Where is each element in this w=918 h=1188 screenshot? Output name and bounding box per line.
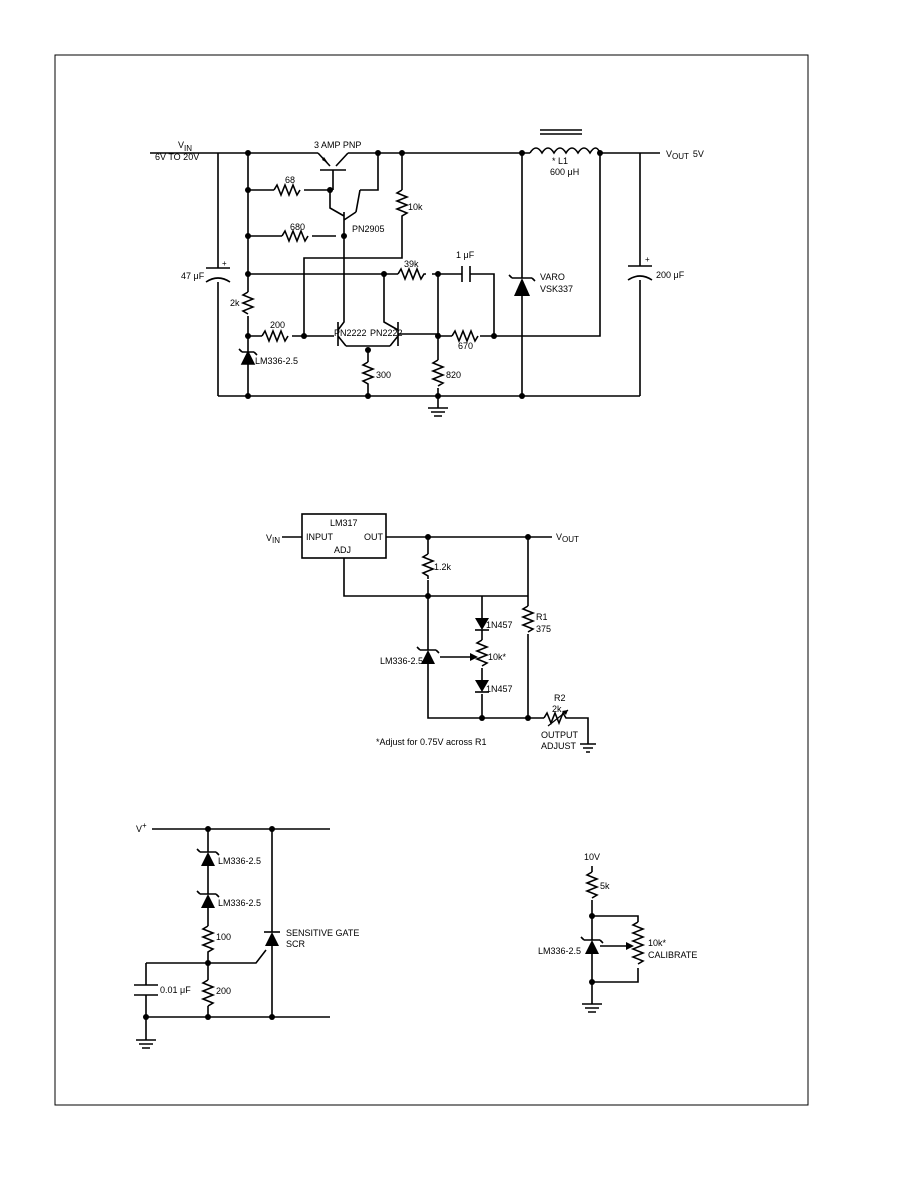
r10k-label: 10k — [408, 202, 423, 212]
r68-label: 68 — [285, 175, 295, 185]
r1-label: R1 — [536, 612, 548, 622]
r300-label: 300 — [376, 370, 391, 380]
pnp-label: 3 AMP PNP — [314, 140, 361, 150]
lm317-pin-adj: ADJ — [334, 545, 351, 555]
pot10k-label: 10k* — [488, 652, 507, 662]
r2-label: R2 — [554, 693, 566, 703]
lm317-ic-name: LM317 — [330, 518, 358, 528]
calib-10v-label: 10V — [584, 852, 600, 862]
pn2222-left-label: PN2222 — [334, 328, 367, 338]
d2-label: 1N457 — [486, 684, 513, 694]
scr-zener2-label: LM336-2.5 — [218, 898, 261, 908]
lm317-pin-input: INPUT — [306, 532, 334, 542]
lm317-circuit: LM317 INPUT OUT ADJ VIN VOUT 1.2k 1N457 … — [266, 513, 596, 753]
scr-circuit: V+ LM336-2.5 LM336-2.5 100 SENSITIVE GAT… — [134, 821, 359, 1049]
zener-label: LM336-2.5 — [255, 356, 298, 366]
r2k-label: 2k — [230, 298, 240, 308]
lm317-vout-label: VOUT — [556, 532, 579, 544]
pn2222-right-label: PN2222 — [370, 328, 403, 338]
scr-r200-label: 200 — [216, 986, 231, 996]
adjust-note: *Adjust for 0.75V across R1 — [376, 737, 487, 747]
l1-value-label: 600 μH — [550, 167, 579, 177]
pn2905-label: PN2905 — [352, 224, 385, 234]
r670-label: 670 — [458, 341, 473, 351]
svg-text:+: + — [645, 255, 650, 264]
d1-label: 1N457 — [486, 620, 513, 630]
scr-label-1: SENSITIVE GATE — [286, 928, 359, 938]
r200-label: 200 — [270, 320, 285, 330]
svg-text:+: + — [222, 259, 227, 268]
c1uf-label: 1 μF — [456, 250, 475, 260]
vin-label: VIN — [178, 140, 192, 153]
lm317-pin-out: OUT — [364, 532, 384, 542]
lm317-zener-label: LM336-2.5 — [380, 656, 423, 666]
lm317-vin-label: VIN — [266, 533, 280, 545]
r12k-label: 1.2k — [434, 562, 452, 572]
output-adjust-label-2: ADJUST — [541, 741, 577, 751]
calib-pot-label: 10k* — [648, 938, 667, 948]
r39k-label: 39k — [404, 259, 419, 269]
calib-calibrate-label: CALIBRATE — [648, 950, 697, 960]
r2-value-label: 2k — [552, 704, 562, 714]
c47-label: 47 μF — [181, 271, 205, 281]
calib-r5k-label: 5k — [600, 881, 610, 891]
vin-range-label: 6V TO 20V — [155, 152, 199, 162]
diode-part-label: VSK337 — [540, 284, 573, 294]
diode-label: VARO — [540, 272, 565, 282]
scr-label-2: SCR — [286, 939, 306, 949]
calibrate-circuit: 10V 5k LM336-2.5 10k* CALIBRATE — [538, 852, 697, 1013]
l1-label: * L1 — [552, 156, 568, 166]
r1-value-label: 375 — [536, 624, 551, 634]
c200-label: 200 μF — [656, 270, 685, 280]
vplus-label: V+ — [136, 821, 147, 834]
scr-zener1-label: LM336-2.5 — [218, 856, 261, 866]
output-adjust-label-1: OUTPUT — [541, 730, 579, 740]
calib-zener-label: LM336-2.5 — [538, 946, 581, 956]
scr-r100-label: 100 — [216, 932, 231, 942]
switching-regulator-circuit: + — [150, 129, 704, 417]
r680-label: 680 — [290, 222, 305, 232]
scr-cap-label: 0.01 μF — [160, 985, 191, 995]
r820-label: 820 — [446, 370, 461, 380]
page-border — [54, 54, 809, 1106]
